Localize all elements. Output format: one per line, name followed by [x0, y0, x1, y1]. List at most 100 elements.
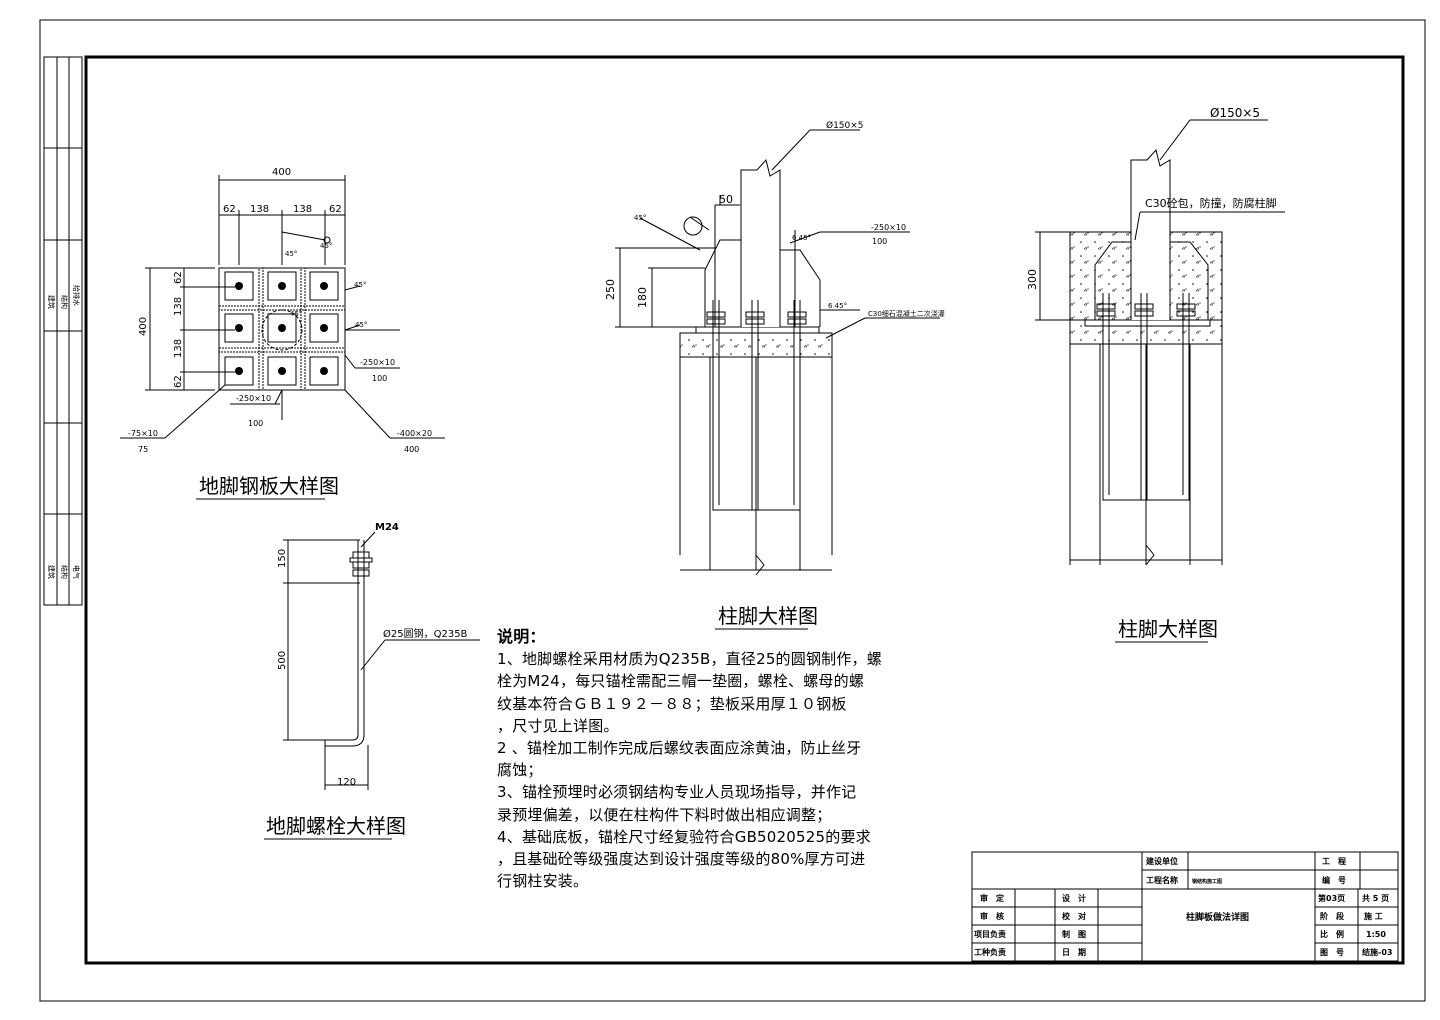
role2: 日 期 — [1062, 947, 1086, 957]
weld-angle: 45° — [285, 250, 297, 258]
notes-line: ，尺寸见上详图。 — [497, 716, 619, 735]
dim-120: 120 — [337, 777, 356, 788]
dim-top: 62 — [329, 204, 342, 215]
dim-500: 500 — [277, 651, 288, 670]
role: 审 定 — [980, 893, 1004, 903]
dim-left: 62 — [173, 271, 184, 284]
notes-line: 腐蚀； — [497, 761, 543, 780]
notes-line: 栓为M24，每只锚栓需配三帽一垫圈，螺栓、螺母的螺 — [497, 672, 865, 691]
column-detail-2-text: Ø150×5 C30砼包，防撞，防腐柱脚 300 柱脚大样图 — [1026, 106, 1277, 641]
role: 工种负责 — [974, 947, 1006, 957]
weld-plate: 6 45° — [828, 302, 847, 310]
column-detail-2 — [1035, 119, 1285, 566]
project-value: 钢结构施工图 — [1192, 878, 1222, 885]
role2: 校 对 — [1062, 911, 1086, 921]
weld-angle: 45° — [354, 281, 366, 289]
bolt-detail-title: 地脚螺栓大样图 — [266, 814, 406, 838]
dim-180: 180 — [636, 287, 649, 308]
dim-150: 150 — [277, 549, 288, 568]
dim-left: 138 — [173, 339, 184, 358]
scale-label: 比 例 — [1320, 929, 1344, 939]
strip-cell: 建筑 — [47, 565, 56, 579]
dim-250: 250 — [604, 279, 617, 300]
owner-label: 建设单位 — [1145, 856, 1178, 866]
label-washer: -75×10 — [128, 429, 158, 438]
label-pipe: Ø150×5 — [826, 120, 864, 131]
outer-border — [39, 19, 1426, 1002]
dim-300: 300 — [1026, 269, 1039, 290]
strip-cell: 建筑 — [47, 295, 56, 309]
dim-top: 138 — [250, 204, 269, 215]
dim-left: 138 — [173, 297, 184, 316]
role2: 设 计 — [1062, 893, 1086, 903]
dim-total-h: 400 — [138, 317, 149, 336]
strip-cell: 电气 — [72, 565, 81, 579]
column-detail-1-text: Ø150×5 50 45° -250×10 100 6 45° 6 45° C3… — [604, 120, 945, 628]
weld-angle: 45° — [290, 310, 302, 318]
label-rib-right-sub: 100 — [372, 374, 387, 383]
title-block — [971, 851, 1399, 962]
label-rib-bottom: -250×10 — [236, 394, 271, 403]
dwg-label: 图 号 — [1320, 948, 1344, 957]
weld-rib: 6 45° — [792, 234, 811, 242]
label-concrete: C30砼包，防撞，防腐柱脚 — [1145, 196, 1277, 210]
dwg-value: 结施-03 — [1362, 947, 1392, 957]
project-label: 工程名称 — [1146, 875, 1178, 885]
stage-label: 阶 段 — [1320, 911, 1344, 921]
side-strip — [43, 56, 83, 606]
side-strip-text: 建筑 结构 给排水 建筑 结构 电气 — [47, 285, 81, 579]
role: 项目负责 — [974, 929, 1006, 939]
notes-line: 1、地脚螺栓采用材质为Q235B，直径25的圆钢制作，螺 — [497, 650, 882, 669]
job-label-2: 编 号 — [1322, 875, 1346, 885]
role: 审 核 — [980, 911, 1004, 921]
notes-line: 2 、锚栓加工制作完成后螺纹表面应涂黄油，防止丝牙 — [497, 739, 862, 758]
strip-cell: 给排水 — [72, 285, 81, 306]
title-block-text: 建设单位 工程名称 钢结构施工图 工 程 编 号 柱脚板做法详图 第03页 共 … — [974, 856, 1392, 957]
label-m24: M24 — [375, 522, 399, 533]
label-plate: -400×20 — [397, 429, 432, 438]
strip-cell: 结构 — [60, 565, 69, 579]
bolt-detail-text: M24 Ø25圆钢，Q235B 150 500 120 地脚螺栓大样图 — [266, 522, 468, 838]
notes-line: 4、基础底板，锚栓尺寸经复验符合GB5020525的要求 — [497, 827, 871, 846]
label-rib-sub: 100 — [872, 237, 887, 246]
inner-border — [84, 55, 1405, 965]
strip-cell: 结构 — [60, 295, 69, 309]
role2: 制 图 — [1062, 929, 1086, 939]
label-rib-right: -250×10 — [360, 358, 395, 367]
label-plate-sub: 400 — [404, 445, 419, 454]
column-detail-1-title: 柱脚大样图 — [718, 604, 818, 628]
stage-value: 施 工 — [1364, 911, 1383, 921]
dim-top: 138 — [293, 204, 312, 215]
plate-detail-text: 400 62 138 138 62 400 62 138 138 62 45° … — [128, 167, 432, 498]
label-rib: -250×10 — [871, 223, 906, 232]
notes-line: ，且基础砼等级强度达到设计强度等级的80%厚方可进 — [497, 850, 866, 869]
sheet-no: 第03页 — [1318, 893, 1345, 903]
notes-line: 3、锚栓预埋时必须钢结构专业人员现场指导，并作记 — [497, 783, 857, 802]
label-rib-bottom-sub: 100 — [248, 419, 263, 428]
notes-line: 录预埋偏差，以便在柱构件下料时做出相应调整； — [497, 805, 832, 824]
plate-detail — [120, 175, 445, 439]
dim-top: 62 — [223, 204, 236, 215]
notes-line: 行钢柱安装。 — [497, 872, 589, 891]
label-washer-sub: 75 — [138, 445, 148, 454]
label-grout: C30细石混凝土二次浇灌 — [868, 309, 945, 318]
plate-detail-title: 地脚钢板大样图 — [199, 474, 339, 498]
job-label: 工 程 — [1322, 856, 1346, 866]
dim-total-w: 400 — [272, 167, 291, 178]
plate-bolt-holes — [235, 282, 328, 375]
angle-45: 45° — [634, 214, 646, 222]
notes-block: 说明： 1、地脚螺栓采用材质为Q235B，直径25的圆钢制作，螺 栓为M24，每… — [497, 626, 927, 892]
notes-heading: 说明： — [497, 627, 546, 646]
scale-value: 1:50 — [1366, 930, 1386, 939]
label-bar: Ø25圆钢，Q235B — [383, 627, 468, 640]
total-sheets: 共 5 页 — [1362, 893, 1389, 903]
column-detail-2-title: 柱脚大样图 — [1118, 617, 1218, 641]
weld-angle: 45° — [355, 321, 367, 329]
column-detail-1 — [615, 129, 940, 576]
drawing-title: 柱脚板做法详图 — [1186, 911, 1249, 923]
bolt-detail — [283, 531, 480, 790]
dim-left: 62 — [173, 375, 184, 388]
label-pipe: Ø150×5 — [1210, 106, 1260, 120]
weld-angle: 45° — [320, 242, 332, 250]
